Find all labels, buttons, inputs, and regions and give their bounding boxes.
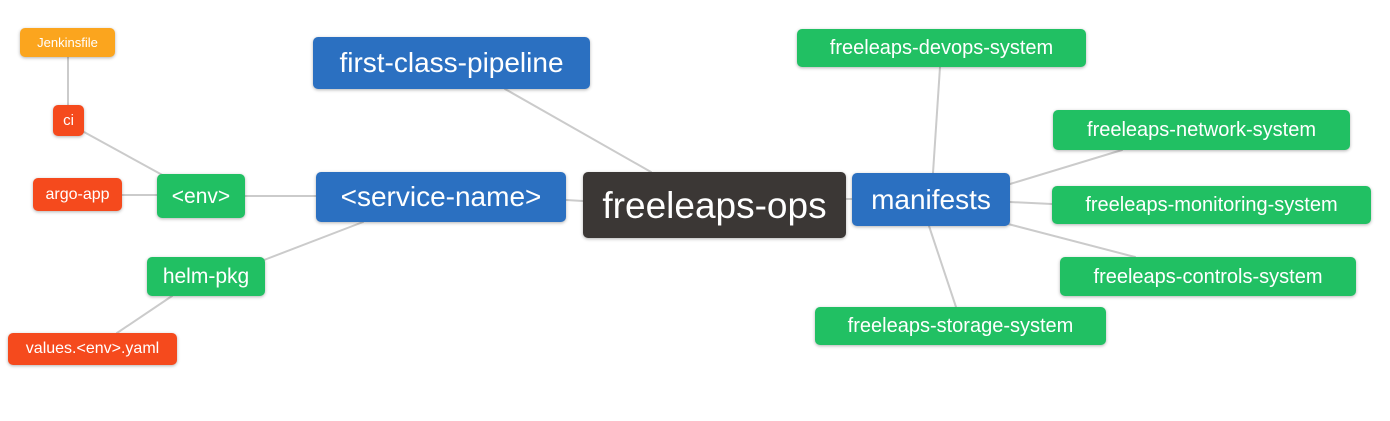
node-values-env-yaml[interactable]: values.<env>.yaml — [8, 333, 177, 365]
edge-ci-to-env — [83, 131, 167, 178]
node-env[interactable]: <env> — [157, 174, 245, 218]
edge-manifests-to-freeleaps-controls-system — [1007, 223, 1136, 258]
node-freeleaps-network-system[interactable]: freeleaps-network-system — [1053, 110, 1350, 150]
edge-service-name-to-freeleaps-ops — [565, 199, 584, 202]
node-freeleaps-ops[interactable]: freeleaps-ops — [583, 172, 846, 238]
node-helm-pkg[interactable]: helm-pkg — [147, 257, 265, 296]
node-freeleaps-controls-system[interactable]: freeleaps-controls-system — [1060, 257, 1356, 296]
node-argo-app[interactable]: argo-app — [33, 178, 122, 211]
edge-values-env-yaml-to-helm-pkg — [116, 295, 173, 334]
edge-helm-pkg-to-service-name — [263, 221, 364, 261]
edge-manifests-to-freeleaps-monitoring-system — [1009, 201, 1053, 205]
edge-manifests-to-freeleaps-devops-system — [932, 66, 941, 174]
node-jenkinsfile[interactable]: Jenkinsfile — [20, 28, 115, 57]
node-service-name[interactable]: <service-name> — [316, 172, 566, 222]
node-freeleaps-devops-system[interactable]: freeleaps-devops-system — [797, 29, 1086, 67]
edge-manifests-to-freeleaps-storage-system — [928, 225, 957, 308]
node-freeleaps-storage-system[interactable]: freeleaps-storage-system — [815, 307, 1106, 345]
edge-manifests-to-freeleaps-network-system — [1009, 149, 1123, 185]
node-first-class-pipeline[interactable]: first-class-pipeline — [313, 37, 590, 89]
node-manifests[interactable]: manifests — [852, 173, 1010, 226]
node-freeleaps-monitoring-system[interactable]: freeleaps-monitoring-system — [1052, 186, 1371, 224]
node-ci[interactable]: ci — [53, 105, 84, 136]
edge-first-class-pipeline-to-freeleaps-ops — [504, 88, 652, 173]
